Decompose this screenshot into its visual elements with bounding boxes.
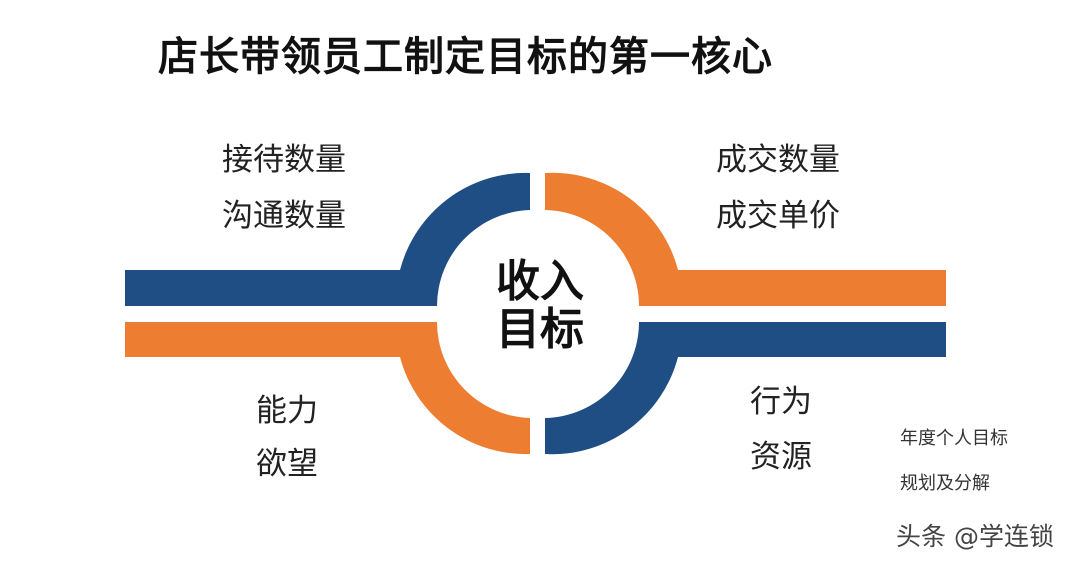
top-right-label-2: 成交单价 <box>716 198 840 234</box>
center-label-line1: 收入 <box>496 256 584 307</box>
watermark: 头条 @学连锁 <box>896 522 1054 551</box>
side-note-line2: 规划及分解 <box>900 473 990 494</box>
top-right-label-1: 成交数量 <box>716 142 840 178</box>
top-left-label-2: 沟通数量 <box>222 198 346 234</box>
top-left-blue-band <box>125 172 530 306</box>
top-right-orange-band <box>545 172 946 306</box>
bottom-right-label-2: 资源 <box>750 439 812 475</box>
bottom-right-label-1: 行为 <box>750 384 812 420</box>
top-left-label-1: 接待数量 <box>222 142 346 178</box>
page-title: 店长带领员工制定目标的第一核心 <box>158 34 773 80</box>
bottom-left-label-2: 欲望 <box>256 446 318 482</box>
center-label: 收入 目标 <box>470 256 610 355</box>
side-note-line1: 年度个人目标 <box>900 428 1008 449</box>
bottom-left-label-1: 能力 <box>256 393 318 429</box>
center-label-line2: 目标 <box>496 304 584 355</box>
bottom-right-blue-band <box>545 322 946 455</box>
bottom-left-orange-band <box>125 322 530 455</box>
